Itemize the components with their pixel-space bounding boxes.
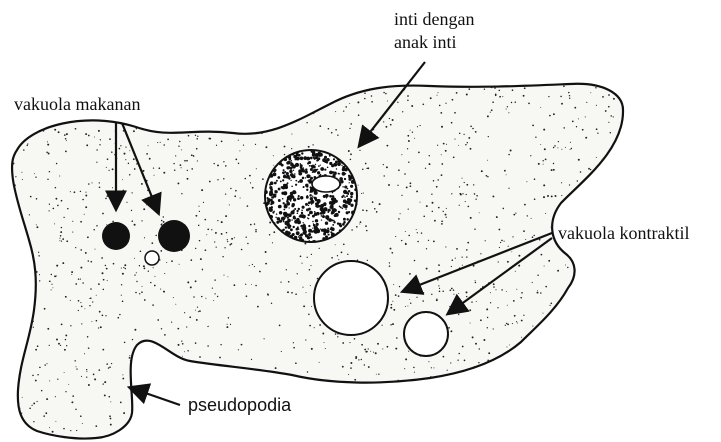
small-vacuole bbox=[145, 251, 159, 265]
label-contractile-vacuole: vakuola kontraktil bbox=[558, 223, 689, 243]
arrow-pseudopodia bbox=[131, 388, 180, 405]
cell-membrane bbox=[12, 84, 623, 439]
label-pseudopodia: pseudopodia bbox=[188, 395, 292, 415]
food-vacuole-left bbox=[102, 222, 130, 250]
contractile-vacuole-large bbox=[314, 261, 388, 335]
label-nucleus-line1: inti dengan bbox=[394, 9, 474, 29]
contractile-vacuole-small bbox=[404, 312, 448, 356]
nucleolus bbox=[312, 176, 340, 192]
label-nucleus-line2: anak inti bbox=[394, 32, 456, 52]
label-food-vacuole: vakuola makanan bbox=[14, 94, 140, 114]
food-vacuole-right bbox=[158, 220, 190, 252]
